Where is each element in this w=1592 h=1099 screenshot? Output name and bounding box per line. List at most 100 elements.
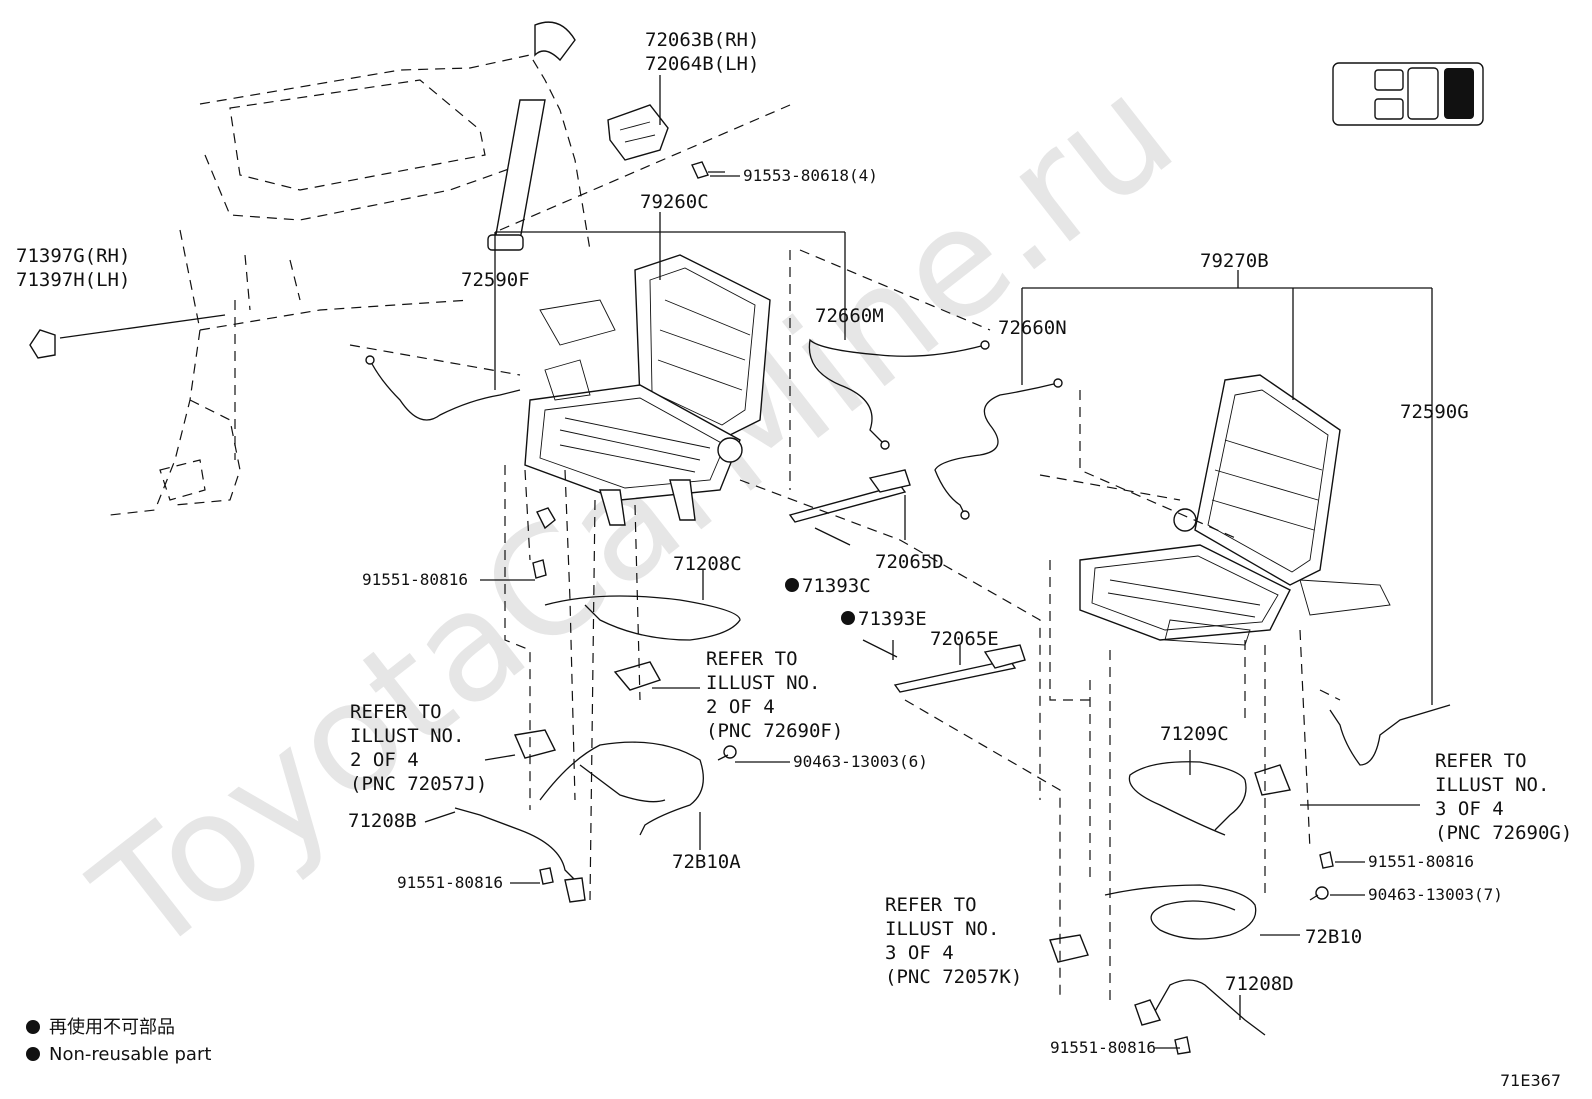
watermark: ToyotaCarMine.ru	[64, 44, 1205, 988]
legend-english: Non-reusable part	[49, 1044, 211, 1065]
refer-line: 3 OF 4	[1435, 798, 1504, 820]
refer-line: ILLUST NO.	[885, 918, 999, 940]
label-72660m: 72660M	[815, 305, 884, 327]
bracket-left	[536, 507, 556, 530]
highlighted-seat	[1444, 68, 1474, 119]
refer-line: 2 OF 4	[350, 749, 419, 771]
refer-note-72690g: REFER TO ILLUST NO. 3 OF 4 (PNC 72690G)	[1435, 750, 1572, 844]
label-72590f: 72590F	[461, 269, 530, 291]
rod-72065e	[893, 644, 1026, 693]
bracket-71208d	[1134, 999, 1162, 1026]
lever-72690f	[613, 661, 662, 691]
clip-71393c	[814, 527, 851, 546]
label-91551-a: 91551-80816	[362, 570, 468, 589]
label-79270b: 79270B	[1200, 250, 1269, 272]
cable-end-icon	[880, 440, 890, 450]
cable-71208b	[454, 807, 576, 881]
cable-72b10	[1104, 884, 1257, 940]
dashed-guides	[234, 104, 1341, 1000]
legend-dot-icon	[26, 1047, 40, 1061]
refer-line: (PNC 72690F)	[706, 720, 843, 742]
refer-note-72057k: REFER TO ILLUST NO. 3 OF 4 (PNC 72057K)	[885, 894, 1022, 988]
cable-end-icon	[960, 510, 970, 520]
label-71208d: 71208D	[1225, 973, 1294, 995]
legend-dot-icon	[26, 1020, 40, 1034]
label-91551-b: 91551-80816	[397, 873, 503, 892]
refer-line: (PNC 72057K)	[885, 966, 1022, 988]
label-91553: 91553-80618(4)	[743, 166, 878, 185]
label-71209c: 71209C	[1160, 723, 1229, 745]
vehicle-body-outline	[109, 54, 591, 516]
label-72064b: 72064B(LH)	[645, 53, 759, 75]
bolt-91551-d	[1174, 1036, 1191, 1055]
label-90463-b: 90463-13003(7)	[1368, 885, 1503, 904]
refer-line: REFER TO	[350, 701, 442, 723]
label-72065d: 72065D	[875, 551, 944, 573]
refer-note-72690f: REFER TO ILLUST NO. 2 OF 4 (PNC 72690F)	[706, 648, 843, 742]
legend-japanese: 再使用不可部品	[49, 1017, 175, 1038]
cable-72660n	[934, 382, 1059, 516]
bolt-91551-a	[532, 559, 547, 579]
cable-72590g	[1329, 704, 1451, 766]
bracket-71208b	[564, 877, 586, 903]
cable-72660m	[808, 338, 986, 446]
clip-90463-a	[717, 745, 737, 761]
part-labels: 72063B(RH) 72064B(LH) 91553-80618(4) 792…	[16, 29, 1572, 1057]
refer-line: REFER TO	[706, 648, 798, 670]
handle-72057k	[1049, 934, 1089, 963]
clip-90463-b	[1309, 886, 1329, 901]
cable-end-icon	[365, 355, 375, 365]
right-seat-frame	[1079, 374, 1391, 646]
refer-line: 3 OF 4	[885, 942, 954, 964]
refer-line: REFER TO	[1435, 750, 1527, 772]
seat-location-icon	[1332, 62, 1484, 126]
diagram-code: 71E367	[1500, 1071, 1561, 1090]
cable-72590f	[369, 359, 521, 421]
label-71397h: 71397H(LH)	[16, 269, 130, 291]
label-71397g: 71397G(RH)	[16, 245, 130, 267]
label-72590g: 72590G	[1400, 401, 1469, 423]
refer-line: ILLUST NO.	[706, 672, 820, 694]
label-72b10a: 72B10A	[672, 851, 741, 873]
non-reusable-dot-icon	[785, 578, 799, 592]
label-72063b: 72063B(RH)	[645, 29, 759, 51]
refer-line: (PNC 72690G)	[1435, 822, 1572, 844]
cable-end-icon	[1053, 378, 1063, 388]
label-71208c: 71208C	[673, 553, 742, 575]
lever-72690g	[1254, 764, 1291, 796]
clip-71393e	[862, 639, 898, 658]
cap-71397	[29, 329, 56, 359]
bracket-72063b	[607, 104, 669, 161]
refer-line: 2 OF 4	[706, 696, 775, 718]
label-91551-c: 91551-80816	[1368, 852, 1474, 871]
label-71208b: 71208B	[348, 810, 417, 832]
label-72660n: 72660N	[998, 317, 1067, 339]
label-71393c: 71393C	[802, 575, 871, 597]
refer-note-72057j: REFER TO ILLUST NO. 2 OF 4 (PNC 72057J)	[350, 701, 487, 795]
cable-71209c	[1128, 761, 1247, 836]
refer-line: REFER TO	[885, 894, 977, 916]
leader-lines	[59, 75, 1433, 1049]
cable-72b10a	[539, 741, 704, 836]
cable-71208d	[1149, 979, 1266, 1036]
label-91551-d: 91551-80816	[1050, 1038, 1156, 1057]
cable-end-icon	[980, 340, 990, 350]
rod-72065d	[788, 469, 911, 523]
bolt-91553	[691, 161, 725, 179]
refer-line: ILLUST NO.	[1435, 774, 1549, 796]
left-seat-frame	[524, 254, 771, 526]
bolt-91551-b	[539, 867, 554, 885]
refer-line: ILLUST NO.	[350, 725, 464, 747]
label-90463-a: 90463-13003(6)	[793, 752, 928, 771]
seat-belt-guide	[487, 21, 576, 251]
bolt-91551-c	[1319, 851, 1334, 869]
label-72065e: 72065E	[930, 628, 999, 650]
label-71393e: 71393E	[858, 608, 927, 630]
handle-72057j	[514, 729, 557, 759]
refer-line: (PNC 72057J)	[350, 773, 487, 795]
legend: 再使用不可部品 Non-reusable part	[26, 1017, 211, 1065]
label-79260c: 79260C	[640, 191, 709, 213]
non-reusable-dot-icon	[841, 611, 855, 625]
label-72b10: 72B10	[1305, 926, 1362, 948]
